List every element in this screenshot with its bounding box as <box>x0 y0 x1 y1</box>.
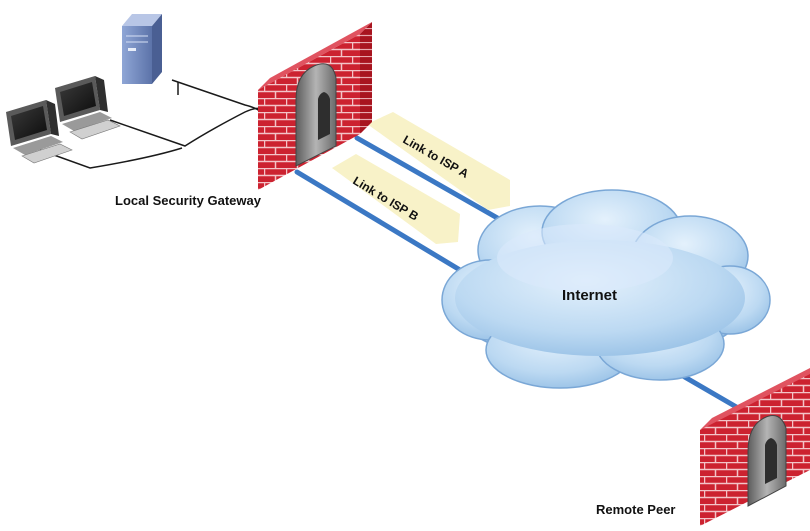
remote-peer-label: Remote Peer <box>596 502 676 517</box>
firewall-icon <box>700 368 810 526</box>
cloud-icon <box>441 189 771 389</box>
internet-label: Internet <box>562 287 618 304</box>
firewall-icon <box>258 22 372 190</box>
link-line-isp-b <box>294 169 463 273</box>
workstation-icon <box>6 100 73 164</box>
link-line-isp-a <box>354 135 518 231</box>
workstation-icon <box>55 76 121 140</box>
local-gateway-label: Local Security Gateway <box>115 193 261 208</box>
server-icon <box>122 14 162 84</box>
